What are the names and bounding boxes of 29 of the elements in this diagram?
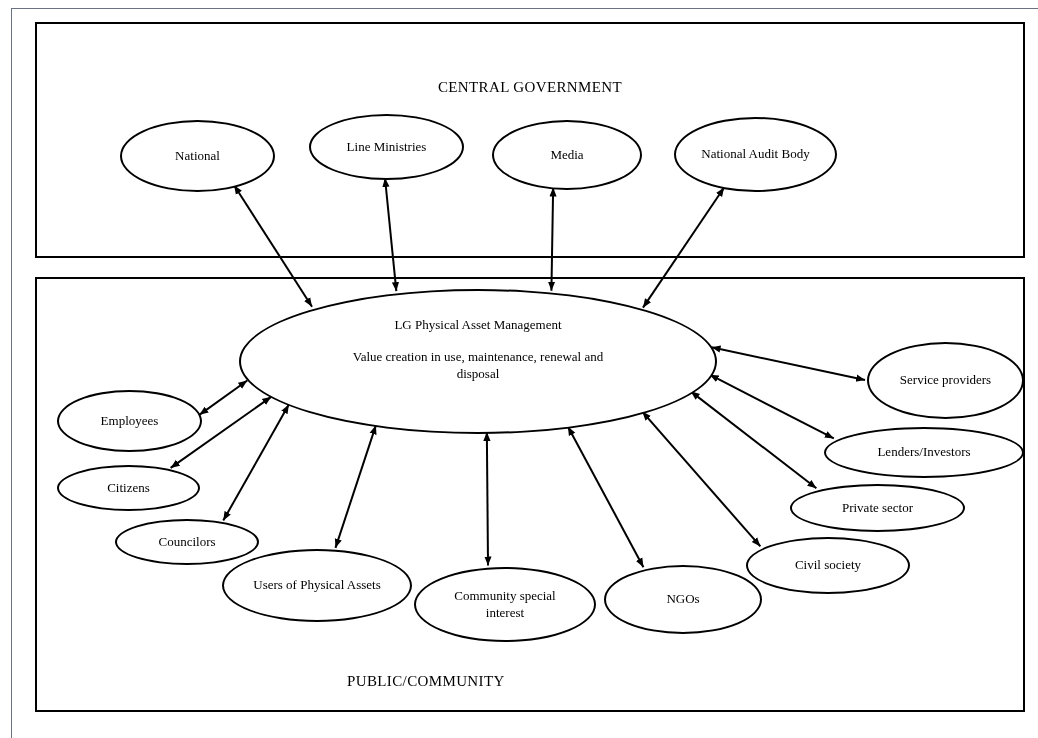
double-arrow bbox=[222, 403, 290, 522]
ellipse-text: Users of Physical Assets bbox=[253, 577, 381, 594]
ellipse-text: Media bbox=[550, 146, 584, 164]
ellipse-text: Lenders/Investors bbox=[877, 444, 971, 461]
region-box bbox=[35, 277, 1025, 712]
stakeholder-ellipse bbox=[824, 427, 1024, 478]
ellipse-text: Line Ministries bbox=[346, 138, 427, 156]
ellipse-text: Employees bbox=[100, 412, 159, 430]
double-arrow bbox=[334, 424, 377, 549]
ellipse-text: Councilors bbox=[158, 533, 216, 551]
ellipse-text: Private sector bbox=[841, 499, 914, 517]
region-title: CENTRAL GOVERNMENT bbox=[436, 78, 624, 97]
stakeholder-ellipse bbox=[57, 390, 202, 452]
double-arrow bbox=[169, 395, 273, 469]
double-arrow bbox=[710, 345, 867, 382]
double-arrow bbox=[382, 177, 399, 293]
double-arrow bbox=[198, 379, 249, 416]
ellipse-title: LG Physical Asset Management bbox=[394, 317, 562, 334]
ellipse-text: Community special interest bbox=[453, 588, 557, 621]
region-box bbox=[35, 22, 1025, 258]
ellipse-text: Value creation in use, maintenance, renewal and disposal bbox=[351, 349, 605, 382]
ellipse-text: National bbox=[175, 147, 220, 165]
ellipse-text: National Audit Body bbox=[701, 146, 810, 163]
ellipse-text: Service providers bbox=[899, 372, 992, 389]
region-title: PUBLIC/COMMUNITY bbox=[347, 671, 505, 691]
ellipse-text: Civil society bbox=[794, 557, 862, 574]
double-arrow bbox=[642, 186, 726, 309]
ellipse-text: NGOs bbox=[666, 591, 700, 608]
ellipse-text: Citizens bbox=[107, 479, 150, 497]
